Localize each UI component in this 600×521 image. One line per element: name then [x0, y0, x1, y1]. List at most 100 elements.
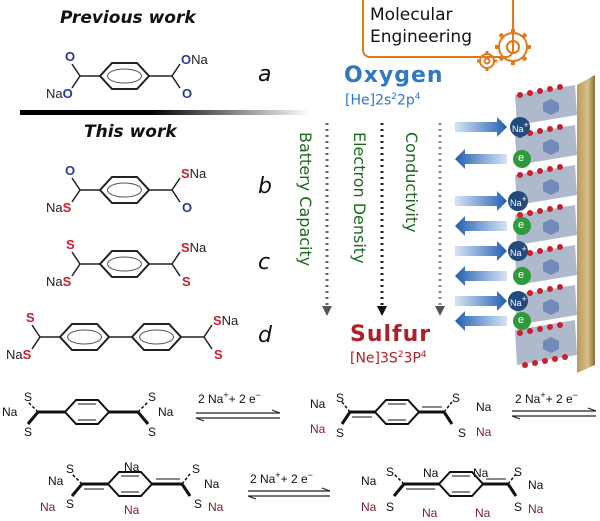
atom-S: S: [194, 497, 203, 511]
atom-S: S: [452, 391, 461, 405]
conductivity-label: Conductivity: [402, 132, 421, 233]
label-d: d: [258, 323, 272, 348]
species-2: [340, 399, 454, 425]
atom-label: NaS: [46, 200, 72, 215]
label-a: a: [258, 62, 272, 87]
atom-label: NaO: [46, 86, 73, 101]
atom-S: S: [148, 390, 157, 404]
atom-Na: Na: [528, 478, 544, 492]
atom-label: O: [65, 163, 76, 178]
equilibrium-arrow-1: [195, 409, 281, 422]
na-ions: [508, 117, 530, 311]
molecular-engineering-box: [362, 0, 514, 58]
atom-S: S: [386, 500, 395, 514]
electron-icon: [513, 267, 531, 285]
atom-Na: Na: [361, 474, 377, 488]
atom-Na-added: Na: [475, 506, 491, 520]
atom-S: S: [336, 426, 345, 440]
na-ion-icon: [508, 291, 528, 311]
equilibrium-arrow-2: [511, 407, 597, 420]
label-c: c: [258, 250, 271, 275]
atom-label: NaS: [6, 347, 32, 362]
sulfur-electron-config: [Ne]3S23P4: [350, 350, 427, 367]
atom-Na: Na: [2, 405, 18, 419]
atom-S: S: [66, 497, 75, 511]
atom-S: S: [66, 462, 75, 476]
molecule-c: [71, 250, 181, 278]
reaction-step-1-label: 2 Na++ 2 e−: [198, 390, 261, 406]
atom-label: SNa: [181, 166, 207, 181]
electron-label: e: [518, 314, 525, 326]
atom-label: S: [214, 347, 223, 362]
molecule-d: [31, 323, 213, 351]
atom-S: S: [192, 462, 201, 476]
arrow-right-icon: [455, 191, 507, 211]
atom-Na: Na: [124, 460, 140, 474]
electron-label: e: [518, 219, 525, 231]
oxygen-label: Oxygen: [344, 63, 444, 88]
electrode-illustration: [455, 75, 595, 373]
atom-S: S: [514, 465, 523, 479]
atom-Na: Na: [158, 405, 174, 419]
molecular-layers: [515, 84, 577, 368]
section-divider: [20, 110, 310, 115]
atom-S: S: [148, 425, 157, 439]
atom-Na-added: Na: [476, 425, 492, 439]
arrow-right-icon: [455, 291, 507, 311]
equilibrium-arrow-3: [247, 487, 331, 500]
atom-Na-added: Na: [310, 422, 326, 436]
electron-arrows: [455, 149, 507, 331]
atom-Na-added: Na: [422, 506, 438, 520]
atom-S: S: [514, 500, 523, 514]
na-arrows: [455, 117, 507, 311]
arrow-left-icon: [455, 311, 507, 331]
reaction-scheme: [26, 399, 597, 500]
atom-S: S: [24, 425, 33, 439]
sulfur-label: Sulfur: [350, 322, 432, 347]
atom-label: S: [26, 310, 35, 325]
molecular-engineering-label: Molecular Engineering: [370, 5, 472, 47]
atom-Na-added: Na: [361, 500, 377, 514]
atom-S: S: [458, 426, 467, 440]
atom-Na: Na: [423, 466, 439, 480]
atom-Na: Na: [476, 400, 492, 414]
atom-Na-added: Na: [208, 500, 224, 514]
electron-icon: [513, 217, 531, 235]
electron-density-label: Electron Density: [350, 132, 369, 264]
na-ion-label: Na+: [510, 244, 527, 258]
gear-icon: [477, 29, 531, 71]
species-3: [70, 471, 192, 497]
atom-label: ONa: [181, 52, 208, 67]
atom-label: NaS: [46, 274, 72, 289]
atom-Na-added: Na: [528, 502, 544, 516]
previous-work-heading: Previous work: [60, 8, 196, 28]
atom-label: S: [66, 237, 75, 252]
atom-S: S: [386, 465, 395, 479]
electron-icon: [513, 312, 531, 330]
electron-label: e: [518, 152, 525, 164]
trend-arrows: [322, 123, 445, 316]
atom-label: SNa: [213, 313, 239, 328]
arrow-right-icon: [455, 117, 507, 137]
species-1: [26, 399, 150, 425]
label-b: b: [258, 174, 272, 199]
molecule-a: [71, 62, 181, 90]
atom-label: SNa: [181, 240, 207, 255]
battery-capacity-label: Battery Capacity: [296, 132, 315, 267]
molecule-structures: [31, 62, 213, 351]
atom-Na-added: Na: [40, 500, 56, 514]
oxygen-electron-config: [He]2s22p4: [345, 92, 421, 109]
arrow-right-icon: [455, 241, 507, 261]
atom-S: S: [336, 391, 345, 405]
atom-Na: Na: [204, 477, 220, 491]
na-ion-icon: [508, 191, 528, 211]
atom-Na: Na: [473, 466, 489, 480]
electrons: [513, 150, 531, 330]
na-ion-label: Na+: [512, 120, 529, 134]
atom-S: S: [24, 390, 33, 404]
this-work-heading: This work: [84, 122, 177, 142]
atom-Na-added: Na: [124, 503, 140, 517]
electron-label: e: [518, 269, 525, 281]
electrode-plate: [577, 75, 595, 373]
atom-label: O: [182, 200, 193, 215]
